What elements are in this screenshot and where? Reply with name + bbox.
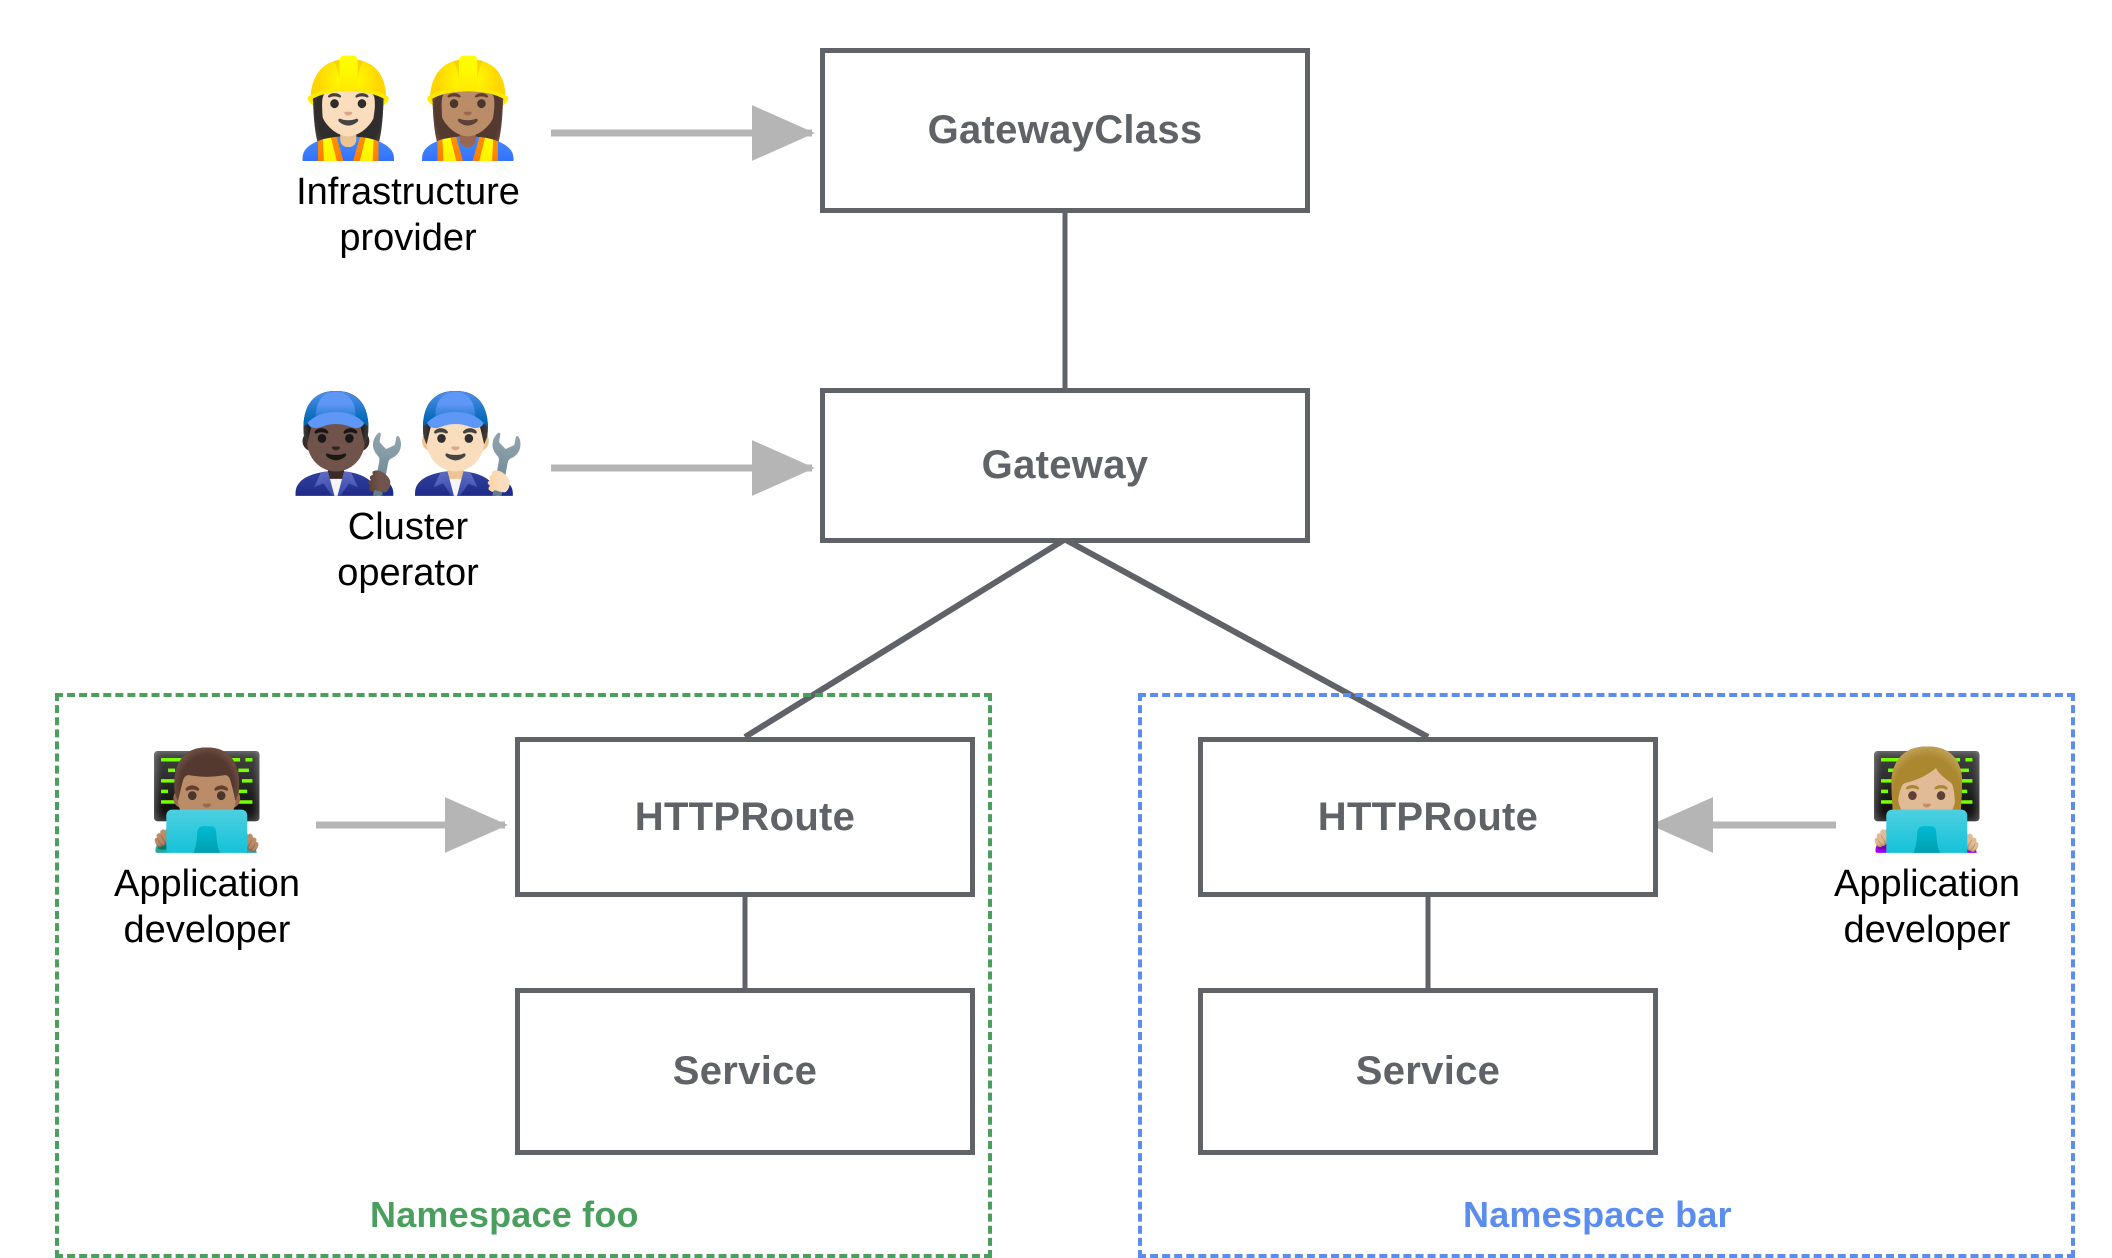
- persona-cluster-operator-label: Cluster operator: [337, 505, 479, 595]
- woman-technologist-icon: 👩🏼‍💻: [1867, 744, 1987, 856]
- persona-cluster-operator: 👨🏿‍🔧👨🏻‍🔧 Cluster operator: [258, 393, 558, 597]
- persona-infrastructure-provider: 👷🏻‍♀️👷🏽‍♀️ Infrastructure provider: [258, 58, 558, 262]
- namespace-foo-boundary: [55, 693, 992, 1258]
- namespace-bar-bottom-edge: [1138, 1254, 2075, 1258]
- persona-application-developer-foo-label: Application developer: [114, 862, 300, 952]
- namespace-bar-boundary: [1138, 693, 2075, 1258]
- persona-infrastructure-provider-label: Infrastructure provider: [296, 170, 520, 260]
- node-gatewayclass[interactable]: GatewayClass: [820, 48, 1310, 213]
- man-technologist-icon: 👨🏽‍💻: [147, 744, 267, 856]
- node-gateway[interactable]: Gateway: [820, 388, 1310, 543]
- node-gatewayclass-label: GatewayClass: [927, 108, 1203, 152]
- node-service-bar-label: Service: [1355, 1049, 1501, 1093]
- construction-workers-icon: 👷🏻‍♀️👷🏽‍♀️: [288, 52, 528, 164]
- mechanics-icon: 👨🏿‍🔧👨🏻‍🔧: [288, 387, 528, 499]
- persona-application-developer-bar-label: Application developer: [1834, 862, 2020, 952]
- node-httproute-bar[interactable]: HTTPRoute: [1198, 737, 1658, 897]
- node-httproute-bar-label: HTTPRoute: [1317, 794, 1539, 839]
- namespace-foo-label: Namespace foo: [370, 1194, 639, 1235]
- node-httproute-foo[interactable]: HTTPRoute: [515, 737, 975, 897]
- namespace-foo-bottom-edge: [55, 1254, 992, 1258]
- node-httproute-foo-label: HTTPRoute: [634, 794, 856, 839]
- node-service-foo-label: Service: [672, 1049, 818, 1093]
- node-gateway-label: Gateway: [981, 443, 1149, 487]
- node-service-bar[interactable]: Service: [1198, 988, 1658, 1155]
- persona-application-developer-foo: 👨🏽‍💻 Application developer: [92, 750, 322, 954]
- namespace-bar-label: Namespace bar: [1463, 1194, 1732, 1235]
- persona-application-developer-bar: 👩🏼‍💻 Application developer: [1812, 750, 2042, 954]
- node-service-foo[interactable]: Service: [515, 988, 975, 1155]
